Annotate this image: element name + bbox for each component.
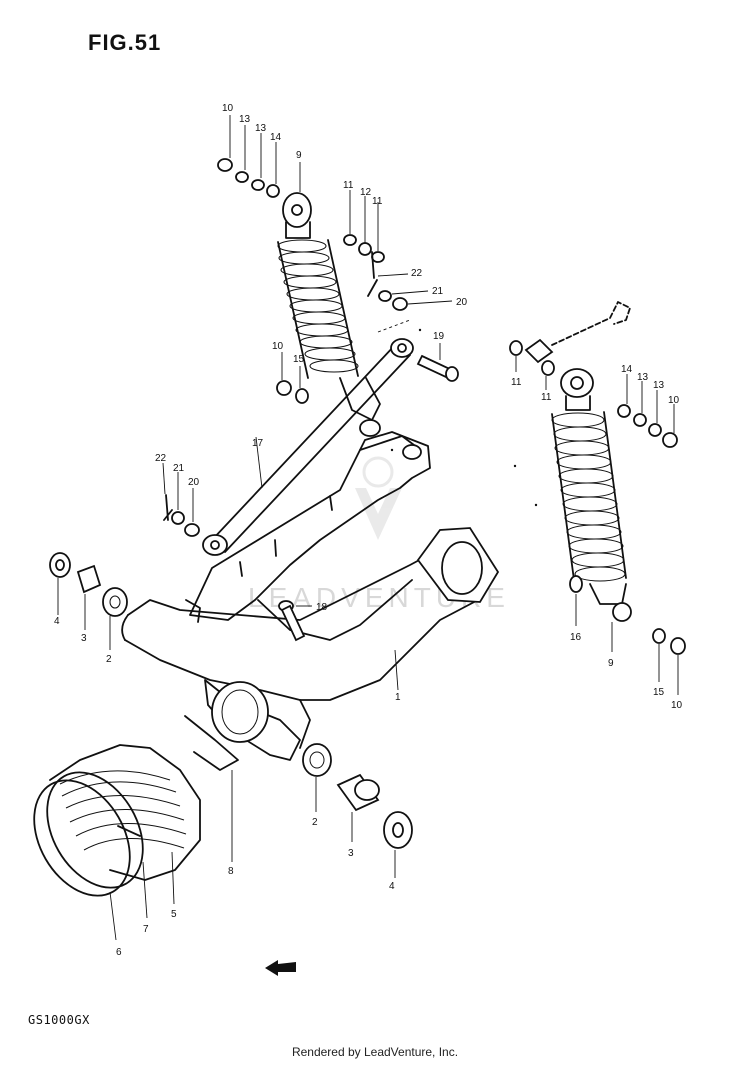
callout: 13	[239, 114, 251, 125]
callout: 21	[432, 286, 444, 297]
shock-hardware-upper-right	[343, 190, 453, 333]
model-code: GS1000GX	[28, 1013, 90, 1027]
shock-link-right	[509, 301, 631, 390]
callout: 20	[456, 297, 468, 308]
callout: 22	[155, 453, 167, 464]
swingarm-brace	[185, 431, 431, 623]
callout: 1	[395, 692, 401, 703]
pivot-parts-left	[49, 552, 128, 650]
callout: 4	[389, 881, 395, 892]
callout: 9	[608, 658, 614, 669]
callout: 8	[228, 866, 234, 877]
shock-hardware-right	[569, 374, 686, 695]
callout: 2	[106, 654, 112, 665]
callout: 3	[81, 633, 87, 644]
callout: 5	[171, 909, 177, 920]
callout: 2	[312, 817, 318, 828]
callout: 10	[671, 700, 683, 711]
callout: 3	[348, 848, 354, 859]
callout: 15	[293, 354, 305, 365]
nut-washer-10-15	[276, 352, 309, 404]
callout: 10	[222, 103, 234, 114]
callout: 4	[54, 616, 60, 627]
callout-labels: 10 13 13 14 9 11 12 11 22 21 20 19 10 15…	[54, 103, 683, 958]
shock-hardware-upper-left	[217, 115, 301, 198]
callout: 10	[668, 395, 680, 406]
callout: 13	[653, 380, 665, 391]
render-credit: Rendered by LeadVenture, Inc.	[291, 1045, 459, 1059]
callout: 21	[173, 463, 185, 474]
rear-shock-absorber-left	[277, 192, 381, 437]
callout: 11	[541, 392, 552, 403]
callout: 7	[143, 924, 149, 935]
callout: 15	[653, 687, 665, 698]
front-direction-arrow	[265, 960, 296, 976]
callout: 14	[621, 364, 633, 375]
bolt-18	[278, 600, 312, 642]
rear-shock-absorber-right	[551, 368, 632, 652]
callout: 13	[637, 372, 649, 383]
callout: 10	[272, 341, 284, 352]
swingarm	[121, 527, 500, 761]
watermark-emblem	[355, 456, 402, 540]
driveshaft-boot	[33, 744, 201, 941]
callout: 13	[255, 123, 267, 134]
hardware-left-20-22	[162, 462, 200, 537]
callout: 19	[433, 331, 445, 342]
pivot-parts-right	[302, 743, 413, 878]
bolt-19	[416, 343, 459, 382]
callout: 20	[188, 477, 200, 488]
callout: 12	[360, 187, 372, 198]
figure-title: FIG.51	[88, 30, 162, 55]
callout: 9	[296, 150, 302, 161]
callout: 14	[270, 132, 282, 143]
callout: 16	[570, 632, 582, 643]
callout: 11	[343, 180, 354, 191]
callout: 11	[372, 196, 383, 207]
callout: 18	[316, 602, 328, 613]
o-ring	[184, 715, 239, 862]
callout: 17	[252, 438, 264, 449]
callout: 22	[411, 268, 423, 279]
torque-rod	[202, 338, 414, 556]
callout: 6	[116, 947, 122, 958]
callout: 11	[511, 377, 522, 388]
scan-specks	[390, 328, 538, 507]
